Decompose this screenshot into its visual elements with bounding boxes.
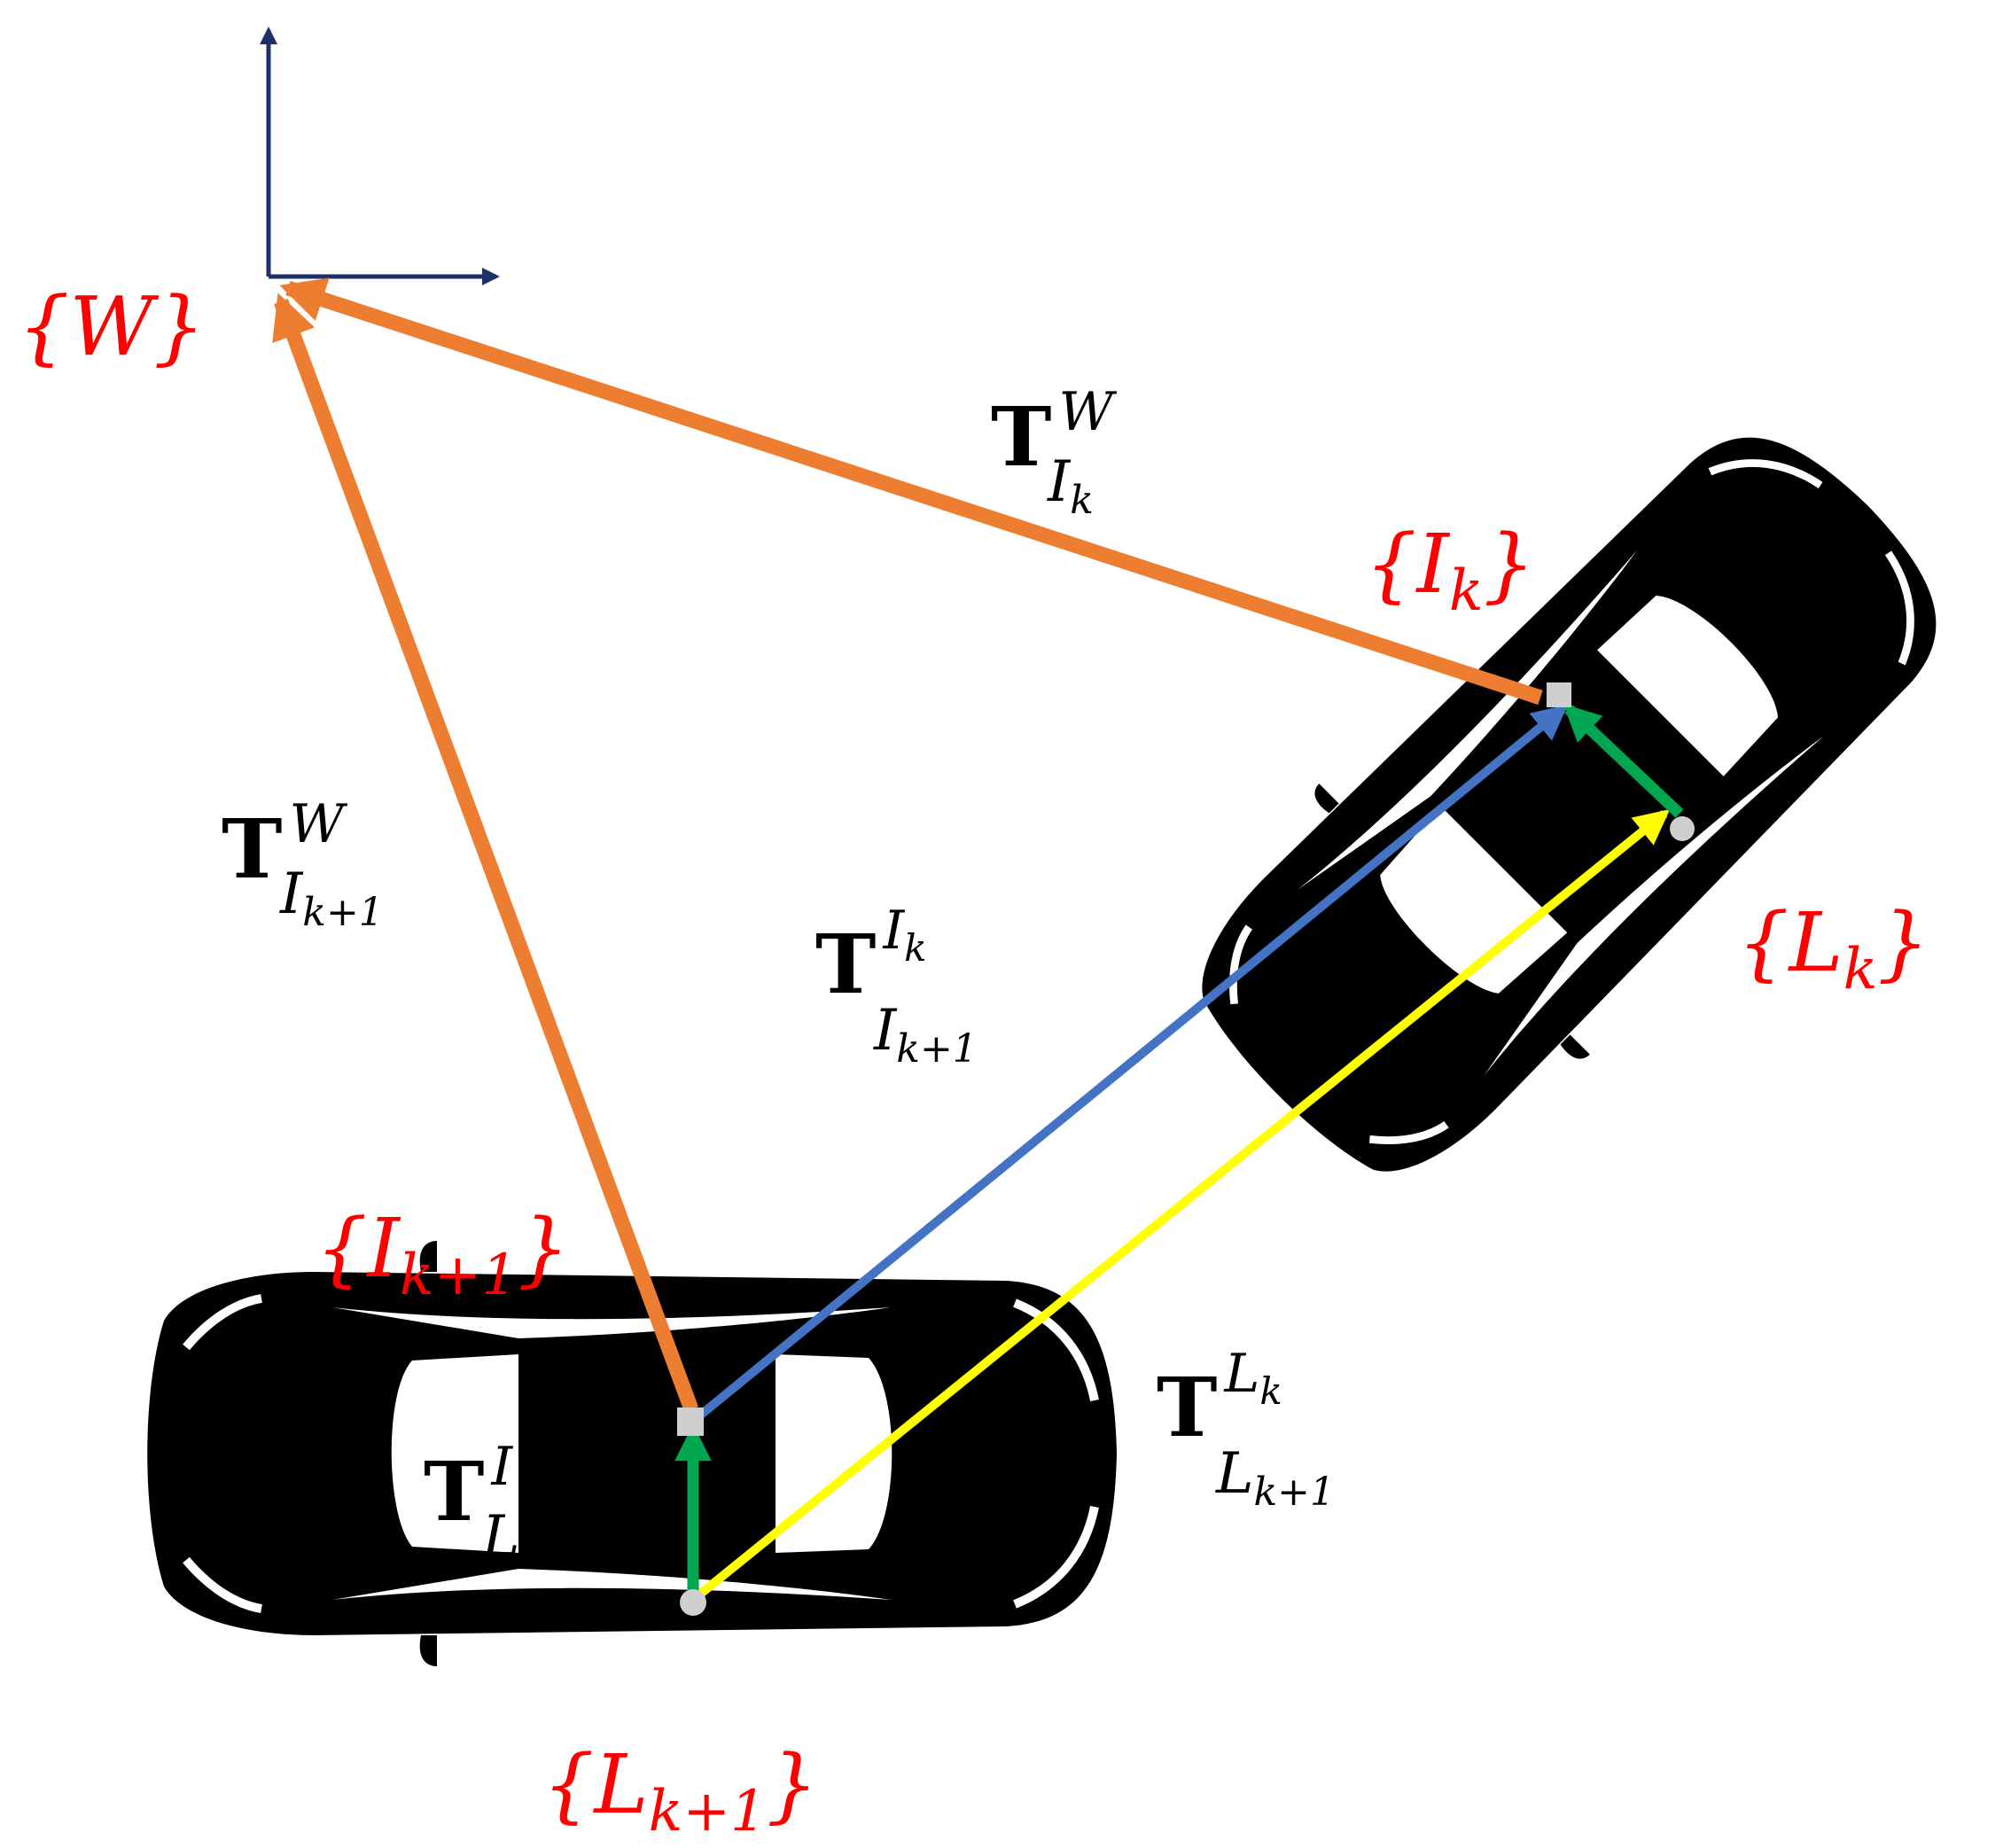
car-upper <box>1143 370 2004 1231</box>
origin-Ik1 <box>677 1407 704 1436</box>
arrow-T-W-Ik <box>279 277 1543 706</box>
label-world-frame: {W} <box>18 279 206 374</box>
world-axes <box>260 27 500 285</box>
origin-Lk <box>1670 816 1695 841</box>
car-lower <box>147 1241 1117 1666</box>
origin-Ik <box>1547 682 1571 707</box>
label-lidar-k1-frame: {Lk+1} <box>542 1737 818 1844</box>
origin-Lk1 <box>680 1589 706 1616</box>
label-imu-k1-frame: {Ik+1} <box>316 1201 570 1308</box>
label-imu-k-frame: {Ik} <box>1365 517 1535 624</box>
arrow-T-Lk-Lk1 <box>690 808 1671 1603</box>
arrow-extrinsic-upper <box>1563 704 1684 818</box>
label-lidar-k-frame: {Lk} <box>1737 895 1929 1002</box>
arrow-T-Ik-Ik1 <box>688 704 1569 1426</box>
arrow-T-W-Ik1 <box>272 292 698 1412</box>
